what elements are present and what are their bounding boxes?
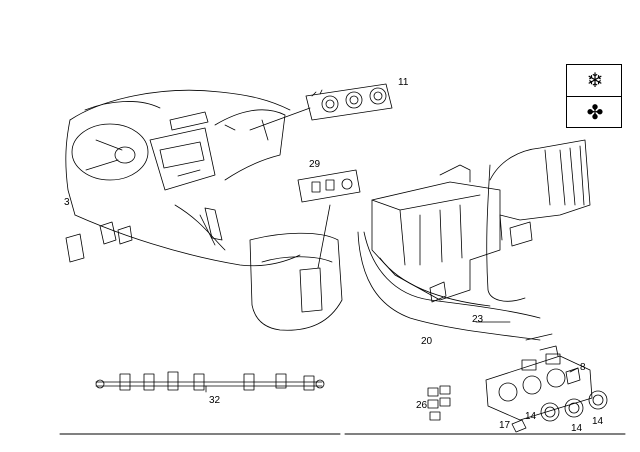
callout-26: 26: [416, 400, 428, 411]
callout-11: 11: [398, 77, 409, 88]
callout-8: 8: [580, 362, 586, 373]
leader-29: [317, 204, 331, 269]
part-8-control-unit: [485, 333, 608, 433]
dashboard-drawing: [65, 89, 343, 331]
cables: [357, 164, 541, 341]
callout-23: 23: [472, 314, 484, 325]
legend-box: ❄ ✤: [566, 64, 622, 128]
callout-29: 29: [309, 159, 321, 170]
callout-3: 3: [64, 197, 70, 208]
legend-divider: [567, 96, 621, 97]
callout-32: 32: [209, 395, 221, 406]
part-26-buttons: [427, 385, 451, 421]
leader-8: [569, 367, 579, 373]
snowflake-icon: ❄: [586, 68, 604, 92]
hvac-unit: [371, 139, 591, 303]
callout-14-left: 14: [525, 411, 537, 422]
part-32-wire-harness: [95, 371, 325, 391]
callout-14-middle: 14: [571, 423, 583, 434]
callout-17: 17: [499, 420, 511, 431]
part-11-climate-panel: [305, 83, 393, 121]
callout-14-right: 14: [592, 416, 604, 427]
fan-icon: ✤: [586, 100, 604, 124]
callout-20: 20: [421, 336, 433, 347]
part-29-switch-panel: [297, 169, 361, 203]
leader-11: [249, 107, 311, 131]
